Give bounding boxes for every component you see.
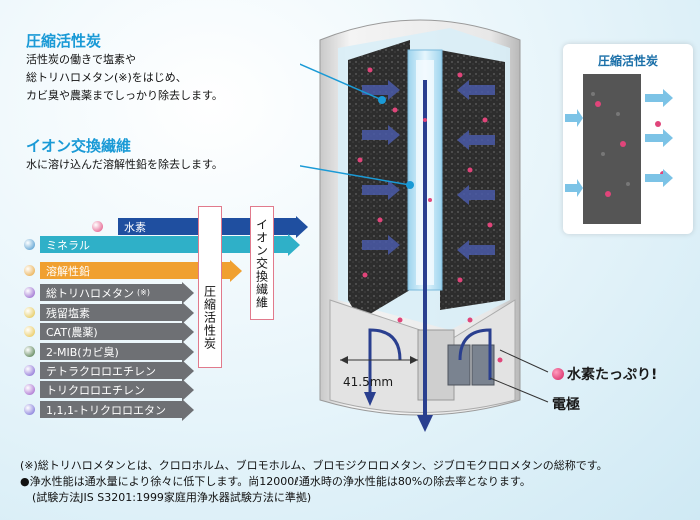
mold-odor-icon bbox=[24, 346, 35, 357]
substance-arrow: テトラクロロエチレン bbox=[40, 359, 194, 382]
substance-label: 1,1,1-トリクロロエタン bbox=[46, 403, 166, 417]
arrow-tip bbox=[182, 281, 194, 304]
carbon-stage-text: 圧縮活性炭 bbox=[202, 284, 217, 350]
substance-arrow: 溶解性鉛 bbox=[40, 259, 242, 282]
substance-label: ミネラル bbox=[46, 238, 90, 252]
ion-heading: イオン交換繊維 bbox=[26, 137, 132, 155]
inset-title: 圧縮活性炭 bbox=[597, 54, 658, 68]
lead-icon bbox=[24, 265, 35, 276]
mineral-icon bbox=[24, 239, 35, 250]
carbon-description: 活性炭の働きで塩素や 総トリハロメタン(※)をはじめ、 カビ臭や農薬までしっかり… bbox=[26, 51, 223, 105]
substance-arrow: 2-MIB(カビ臭) bbox=[40, 340, 194, 363]
carbon-line: カビ臭や農薬までしっかり除去します。 bbox=[26, 89, 223, 102]
trichloroethane-icon bbox=[24, 404, 35, 415]
substance-label: CAT(農薬) bbox=[46, 325, 98, 339]
electrode-label: 電極 bbox=[552, 397, 580, 413]
arrow-tip bbox=[182, 340, 194, 363]
ion-description: 水に溶け込んだ溶解性鉛を除去します。 bbox=[26, 158, 223, 171]
substance-arrow: CAT(農薬) bbox=[40, 320, 194, 343]
ion-stage-text: イオン交換繊維 bbox=[254, 217, 269, 309]
inset-carbon-texture bbox=[565, 74, 673, 224]
substance-label: テトラクロロエチレン bbox=[46, 364, 156, 378]
substance-label: 2-MIB(カビ臭) bbox=[46, 345, 119, 359]
pesticide-icon bbox=[24, 326, 35, 337]
substance-label: トリクロロエチレン bbox=[46, 383, 145, 397]
substance-label: 残留塩素 bbox=[46, 306, 90, 320]
arrow-tip bbox=[182, 378, 194, 401]
cartridge-illustration bbox=[300, 19, 549, 432]
hydrogen-dot-icon bbox=[552, 368, 564, 380]
substance-arrow: 総トリハロメタン(※) bbox=[40, 281, 194, 304]
arrow-tip bbox=[230, 259, 242, 282]
trichloroethylene-icon bbox=[24, 384, 35, 395]
footnote-definition: (※)総トリハロメタンとは、クロロホルム、ブロモホルム、ブロモジクロロメタン、ジ… bbox=[20, 459, 608, 472]
substance-arrow: トリクロロエチレン bbox=[40, 378, 194, 401]
trihalomethane-icon bbox=[24, 287, 35, 298]
carbon-filter-stage-label: 圧縮活性炭 bbox=[198, 206, 222, 368]
hydrogen-rich-label: 水素たっぷり! bbox=[552, 364, 657, 384]
footnote-performance: ●浄水性能は通水量により徐々に低下します。尚12000ℓ通水時の浄水性能は80%… bbox=[20, 475, 531, 488]
substance-label: 水素 bbox=[124, 220, 146, 234]
arrow-tip bbox=[296, 215, 308, 238]
substance-arrow: 1,1,1-トリクロロエタン bbox=[40, 398, 194, 421]
chlorine-icon bbox=[24, 307, 35, 318]
substance-note: (※) bbox=[137, 288, 150, 297]
footnotes: (※)総トリハロメタンとは、クロロホルム、ブロモホルム、ブロモジクロロメタン、ジ… bbox=[20, 458, 690, 506]
hydrogen-rich-text: 水素たっぷり! bbox=[567, 367, 658, 383]
tetrachloroethylene-icon bbox=[24, 365, 35, 376]
arrow-tip bbox=[182, 320, 194, 343]
carbon-line: 総トリハロメタン(※)をはじめ、 bbox=[26, 71, 187, 84]
substance-label: 溶解性鉛 bbox=[46, 264, 90, 278]
ion-filter-stage-label: イオン交換繊維 bbox=[250, 206, 274, 320]
arrow-tip bbox=[182, 359, 194, 382]
diameter-dimension: 41.5mm bbox=[343, 375, 394, 389]
carbon-line: 活性炭の働きで塩素や bbox=[26, 53, 136, 66]
substance-label: 総トリハロメタン bbox=[46, 286, 134, 300]
footnote-test-method: (試験方法JIS S3201:1999家庭用浄水器試験方法に準拠) bbox=[32, 491, 312, 504]
arrow-tip bbox=[182, 301, 194, 324]
hydrogen-icon bbox=[92, 221, 103, 232]
substance-arrow: 残留塩素 bbox=[40, 301, 194, 324]
substance-arrow: ミネラル bbox=[40, 233, 300, 256]
arrow-tip bbox=[288, 233, 300, 256]
arrow-tip bbox=[182, 398, 194, 421]
carbon-heading: 圧縮活性炭 bbox=[26, 32, 102, 50]
carbon-detail-inset: 圧縮活性炭 bbox=[563, 44, 693, 234]
